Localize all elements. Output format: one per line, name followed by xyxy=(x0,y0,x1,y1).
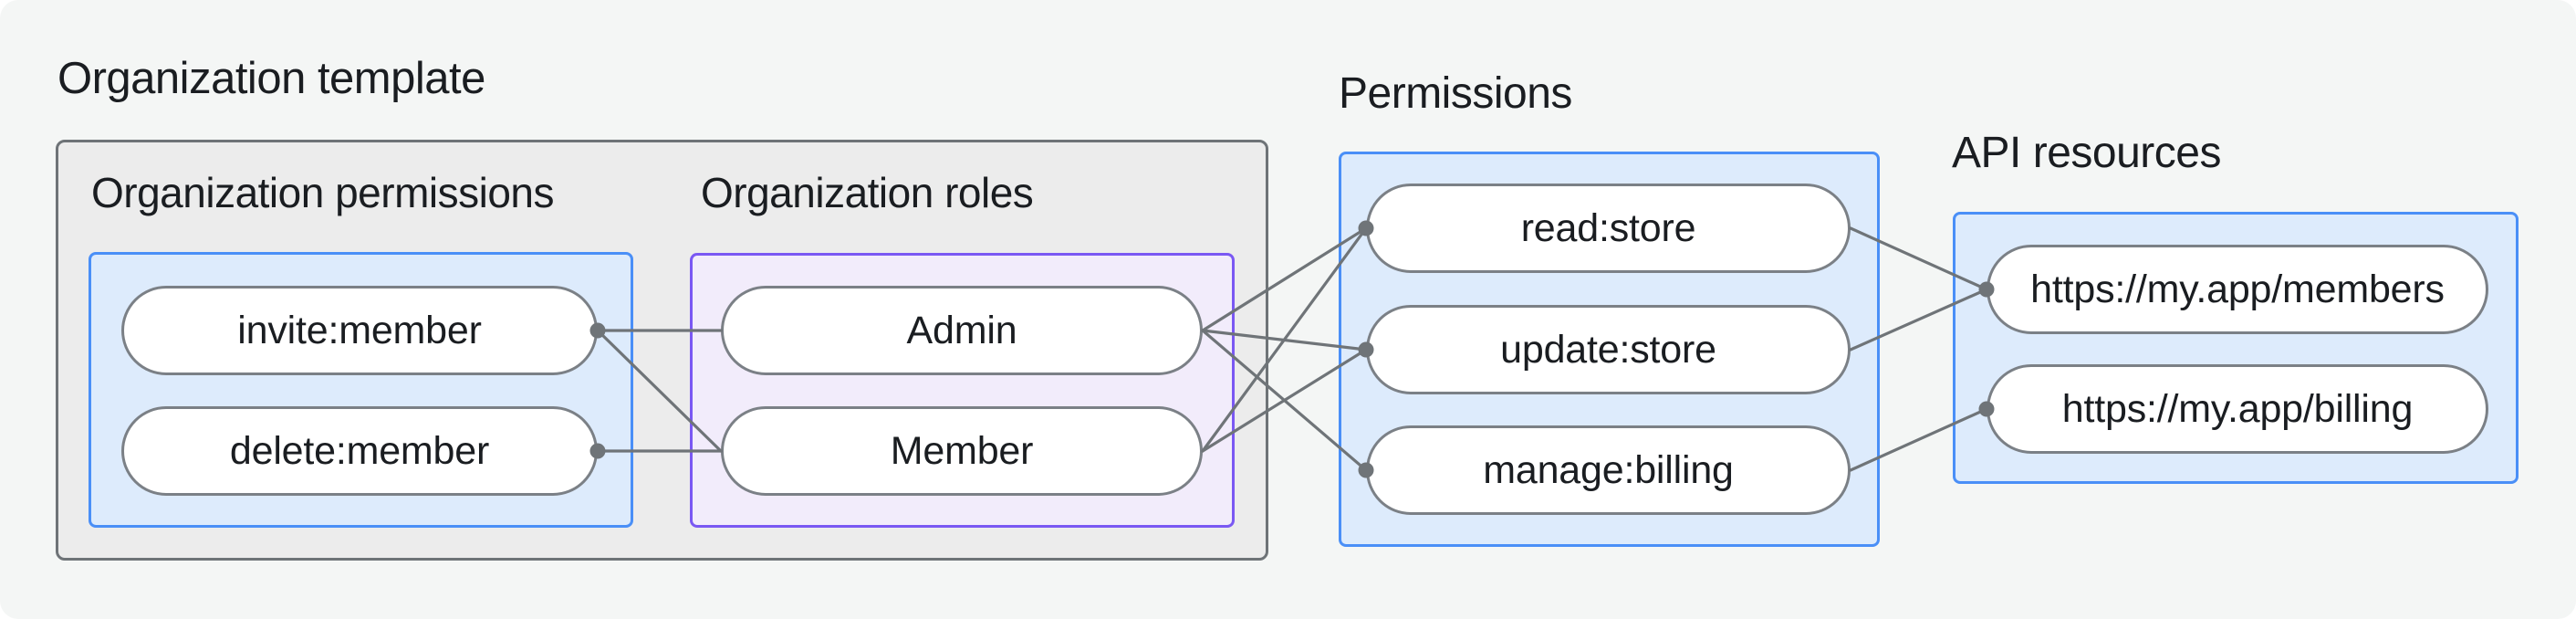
permissions-title: Permissions xyxy=(1339,69,1572,118)
node-member-role-label: Member xyxy=(890,428,1034,473)
node-update-store-label: update:store xyxy=(1500,327,1716,372)
node-manage-billing: manage:billing xyxy=(1366,425,1851,515)
node-admin-role-label: Admin xyxy=(906,308,1017,352)
node-api-members-url-label: https://my.app/members xyxy=(2030,267,2445,311)
node-invite-member-label: invite:member xyxy=(237,308,482,352)
api-resources-title: API resources xyxy=(1952,129,2221,177)
node-admin-role: Admin xyxy=(721,286,1203,375)
node-read-store: read:store xyxy=(1366,184,1851,273)
node-invite-member: invite:member xyxy=(121,286,598,375)
node-manage-billing-label: manage:billing xyxy=(1483,447,1734,492)
node-delete-member: delete:member xyxy=(121,406,598,496)
organization-roles-label: Organization roles xyxy=(701,169,1034,216)
node-api-billing-url: https://my.app/billing xyxy=(1987,364,2488,454)
node-read-store-label: read:store xyxy=(1520,205,1696,250)
node-delete-member-label: delete:member xyxy=(229,428,490,473)
organization-permissions-label: Organization permissions xyxy=(91,169,555,216)
node-api-billing-url-label: https://my.app/billing xyxy=(2061,386,2414,431)
node-api-members-url: https://my.app/members xyxy=(1987,245,2488,334)
node-update-store: update:store xyxy=(1366,305,1851,394)
node-member-role: Member xyxy=(721,406,1203,496)
organization-template-title: Organization template xyxy=(57,54,485,103)
